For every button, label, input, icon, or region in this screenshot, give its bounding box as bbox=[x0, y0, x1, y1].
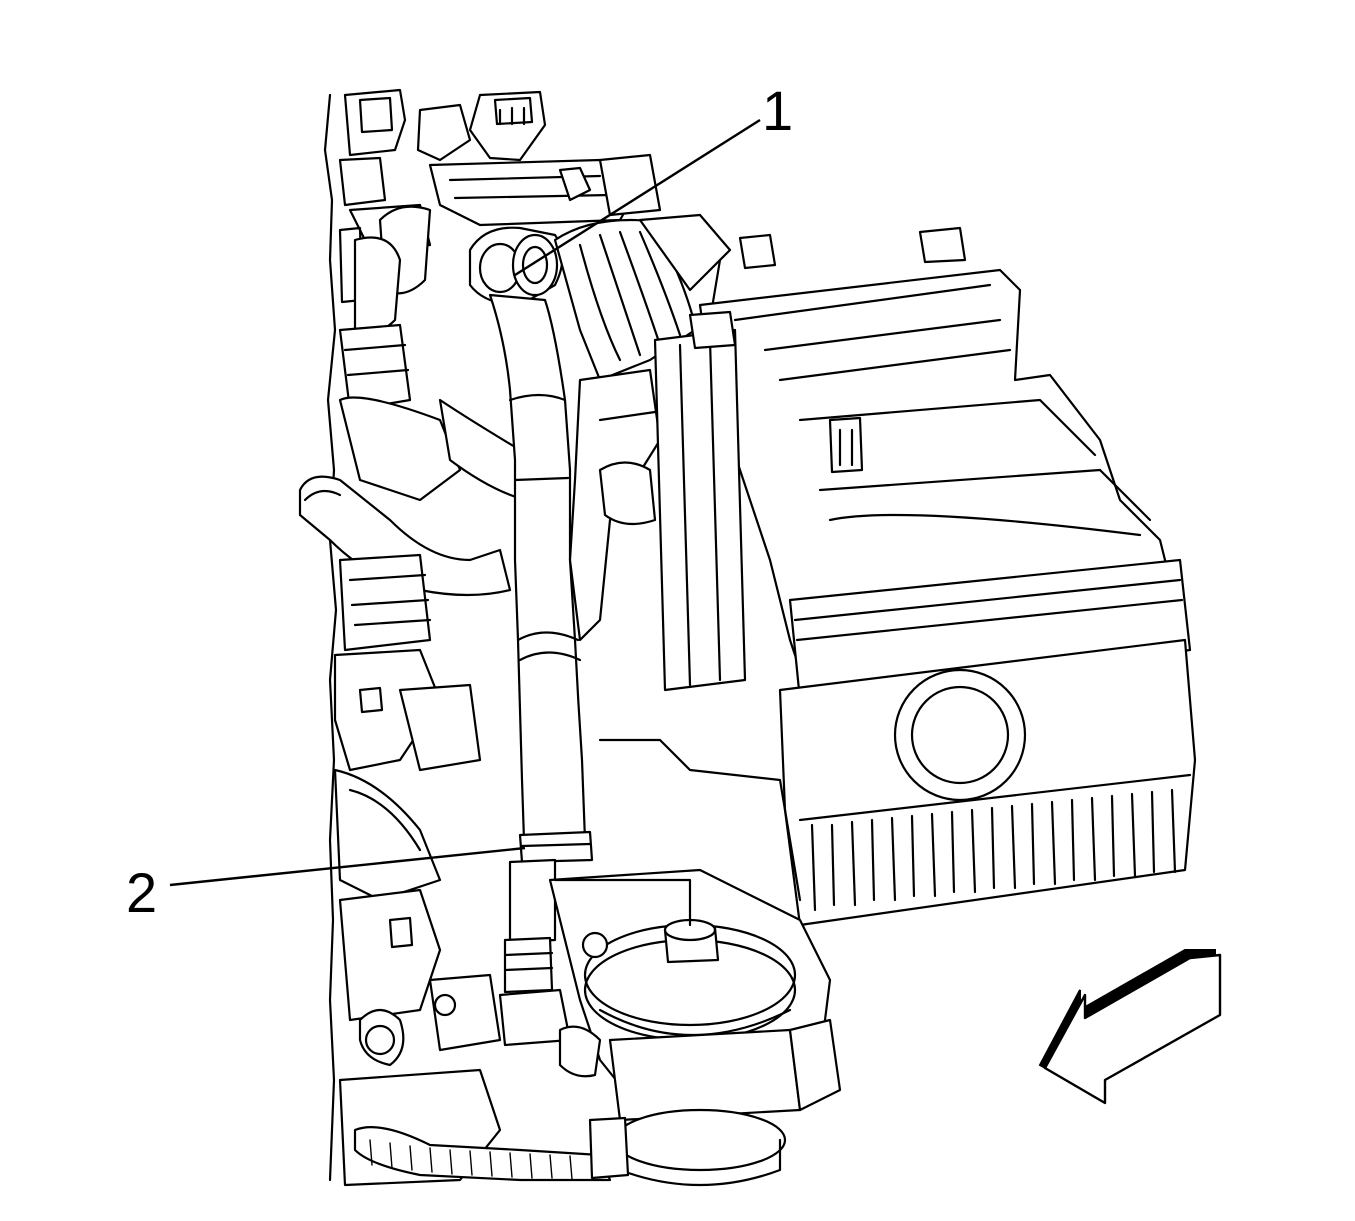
bracket-line bbox=[553, 878, 692, 927]
air-cleaner-box bbox=[653, 268, 1197, 927]
engine-block bbox=[298, 88, 662, 1187]
callout-1-leader bbox=[514, 118, 761, 277]
callout-2-leader bbox=[169, 846, 526, 887]
air-pump bbox=[548, 868, 842, 1187]
bracket bbox=[598, 738, 802, 902]
pcv-hose bbox=[468, 226, 594, 1047]
callout-2-label: 2 bbox=[126, 861, 157, 924]
direction-arrow-icon bbox=[1038, 949, 1222, 1105]
callout-1-label: 1 bbox=[762, 79, 793, 142]
